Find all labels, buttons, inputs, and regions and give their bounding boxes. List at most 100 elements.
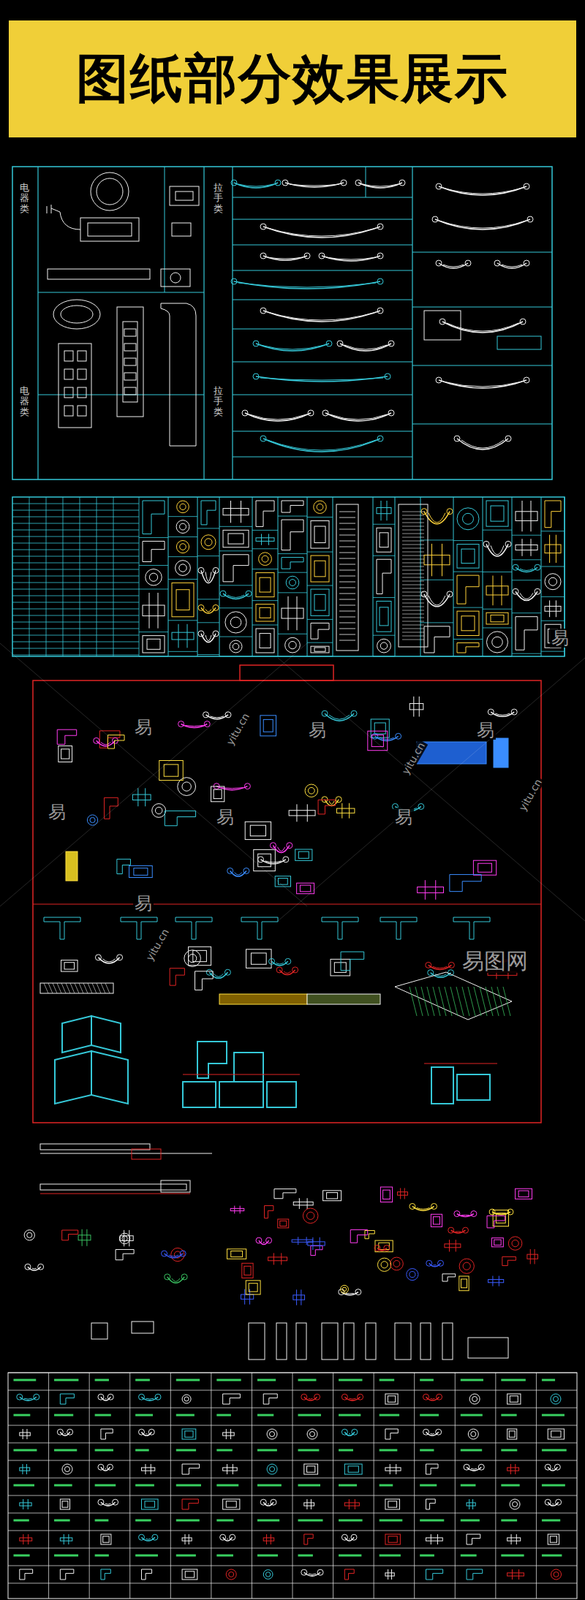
cad-circle [24,1264,31,1271]
cad-line [412,424,553,425]
cad-line [277,516,308,517]
cad-profile [100,1569,111,1581]
cad-rect [136,1520,151,1522]
cad-line [168,651,198,653]
cad-rect [385,1394,398,1405]
cad-circle [544,1464,551,1471]
cad-circle [511,1240,519,1247]
cad-circle [97,1394,104,1401]
cad-profile [234,872,243,876]
cad-line [409,987,417,1017]
cad-line [12,589,139,591]
cad-circle [425,962,432,969]
cad-rect [211,786,225,803]
cad-circle [435,260,442,267]
cad-line [339,628,356,630]
cad-line [339,541,356,542]
cad-circle [377,253,384,259]
cad-circle [227,867,234,874]
cad-circle [483,541,490,547]
cad-profile [443,187,523,194]
cad-profile [304,1534,313,1546]
cad-line [38,291,205,293]
cad-circle [187,954,196,963]
cad-rect [124,387,137,395]
cad-rect [293,1295,305,1301]
cad-line [413,696,414,718]
cad-rect [314,560,326,577]
cad-profile [142,541,165,562]
cad-rect [136,1450,149,1452]
category-label: 拉手类 [213,386,224,418]
cad-rect [13,1555,30,1557]
cad-profile [515,567,538,572]
cad-line [297,1237,299,1246]
cad-circle [301,1394,308,1401]
cad-rect [397,1192,408,1197]
cad-circle [388,340,395,347]
cad-profile [428,595,446,606]
cad-line [511,612,542,614]
cad-line [402,544,425,546]
cad-line [252,530,278,531]
cad-line [389,1464,391,1475]
cad-circle [534,588,541,595]
cad-rect [129,865,153,878]
cad-line [348,1499,350,1511]
cad-circle [383,1245,390,1252]
cad-line [138,537,169,539]
cad-rect [326,1193,338,1200]
cad-profile [227,1539,229,1541]
cad-circle [138,1429,145,1436]
cad-line [128,1230,130,1247]
cad-line [485,987,493,1017]
cad-line [8,1443,577,1445]
cad-line [8,1373,577,1375]
cad-profile [321,917,359,940]
cad-circle [448,962,455,969]
cad-rect [223,530,249,547]
cad-circle [388,410,395,417]
cad-rect [473,860,496,876]
cad-line [8,1513,577,1515]
cad-rect [257,1414,273,1417]
cad-profile [348,1398,356,1401]
cad-line [339,623,356,624]
cad-profile [223,1394,241,1405]
cad-rect [507,1573,525,1577]
cad-rect [501,1520,517,1522]
cad-line [277,633,308,635]
cad-line [12,530,139,531]
cad-line [12,622,139,624]
cad-profile [285,182,344,188]
cad-line [402,603,425,605]
cad-rect [47,269,150,280]
cad-line [12,609,139,610]
cad-line [339,582,356,583]
cad-rect [544,544,561,554]
cad-profile [182,1464,200,1475]
cad-profile [258,1240,270,1245]
cad-circle [170,272,181,283]
cad-circle [446,508,453,515]
cad-rect [182,1569,198,1581]
cad-line [402,533,425,535]
cad-rect [343,1323,354,1361]
cad-line [427,987,435,1017]
cad-rect [365,1323,376,1361]
cad-profile [97,957,120,964]
cad-line [197,555,220,557]
cad-profile [416,1208,430,1210]
cad-line [51,204,52,214]
cad-rect [339,1520,363,1522]
cad-profile [57,729,77,745]
cad-profile [547,1502,558,1507]
cad-rect [314,647,326,652]
cad-line [402,515,425,517]
cad-circle [448,1227,455,1234]
cad-rect [244,821,271,840]
cad-line [339,611,356,613]
cad-profile [490,545,504,556]
cad-circle [469,1394,480,1405]
cad-line [541,596,565,598]
